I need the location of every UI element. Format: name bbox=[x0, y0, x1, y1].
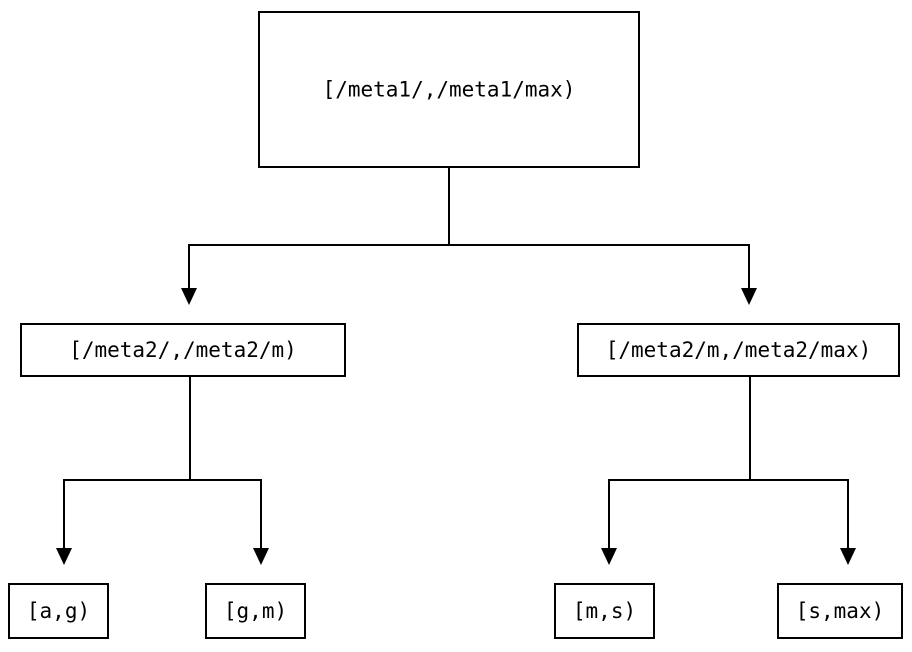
node-label: [g,m) bbox=[224, 599, 287, 623]
node-box[interactable] bbox=[553, 582, 656, 640]
edge-connector-line bbox=[607, 376, 752, 548]
arrowhead-icon bbox=[741, 288, 757, 305]
node-box[interactable] bbox=[776, 582, 904, 640]
tree-node-leaf-s-max[interactable]: [s,max) bbox=[776, 582, 904, 640]
node-label: [/meta1/,/meta1/max) bbox=[323, 78, 576, 102]
node-label: [s,max) bbox=[796, 599, 885, 623]
arrowhead-icon bbox=[840, 548, 856, 565]
edge-connector-line bbox=[187, 167, 451, 288]
edge-connector-line bbox=[748, 376, 850, 548]
edge-connector-line bbox=[447, 167, 751, 288]
tree-node-mid-left[interactable]: [/meta2/,/meta2/m) bbox=[19, 322, 347, 378]
node-box[interactable] bbox=[257, 10, 641, 169]
edge-connector-line bbox=[188, 376, 263, 548]
edge-connector-line bbox=[62, 376, 192, 548]
tree-edge bbox=[56, 376, 192, 565]
node-label: [/meta2/,/meta2/m) bbox=[69, 338, 297, 362]
tree-edge bbox=[188, 376, 269, 565]
node-label: [m,s) bbox=[573, 599, 636, 623]
node-box[interactable] bbox=[7, 582, 110, 640]
node-label: [/meta2/m,/meta2/max) bbox=[606, 338, 872, 362]
edges-layer bbox=[56, 167, 856, 565]
tree-edge bbox=[181, 167, 451, 305]
tree-node-leaf-m-s[interactable]: [m,s) bbox=[553, 582, 656, 640]
nodes-layer: [/meta1/,/meta1/max) [/meta2/,/meta2/m) [/… bbox=[7, 10, 904, 640]
tree-edge bbox=[748, 376, 856, 565]
node-box[interactable] bbox=[576, 322, 901, 378]
node-label: [a,g) bbox=[27, 599, 90, 623]
tree-node-leaf-g-m[interactable]: [g,m) bbox=[204, 582, 307, 640]
node-box[interactable] bbox=[19, 322, 347, 378]
arrowhead-icon bbox=[601, 548, 617, 565]
arrowhead-icon bbox=[181, 288, 197, 305]
arrowhead-icon bbox=[56, 548, 72, 565]
arrowhead-icon bbox=[253, 548, 269, 565]
tree-edge bbox=[601, 376, 752, 565]
tree-node-leaf-a-g[interactable]: [a,g) bbox=[7, 582, 110, 640]
tree-node-root[interactable]: [/meta1/,/meta1/max) bbox=[257, 10, 641, 169]
node-box[interactable] bbox=[204, 582, 307, 640]
tree-node-mid-right[interactable]: [/meta2/m,/meta2/max) bbox=[576, 322, 901, 378]
tree-edge bbox=[447, 167, 757, 305]
